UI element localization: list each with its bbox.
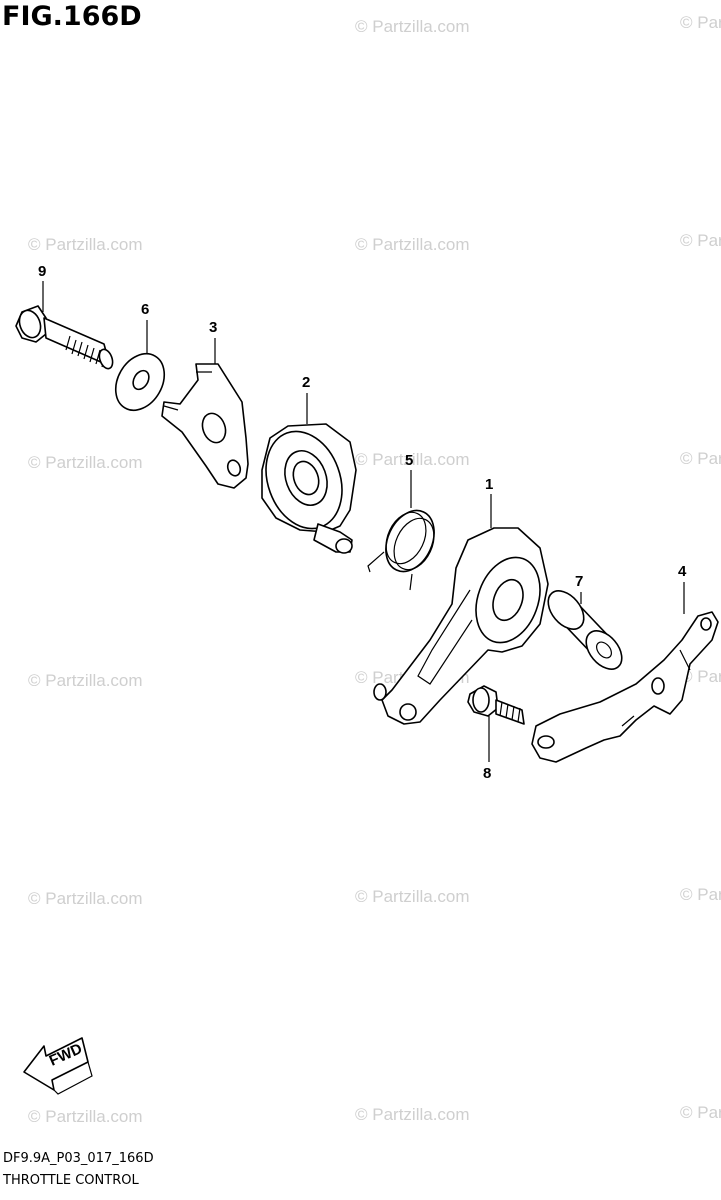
diagram-code: DF9.9A_P03_017_166D — [3, 1151, 154, 1166]
watermark: © Partzilla.com — [28, 889, 143, 908]
callout-7: 7 — [575, 573, 583, 590]
callout-2: 2 — [302, 374, 310, 391]
watermark: © Partzilla.com — [680, 231, 721, 250]
watermark: © Partzilla.com — [355, 235, 470, 254]
callout-9: 9 — [38, 263, 46, 280]
part-2-cam — [261, 423, 357, 554]
watermark: © Partzilla.com — [680, 885, 721, 904]
callout-5: 5 — [405, 452, 413, 469]
watermark: © Partzilla.com — [680, 13, 721, 32]
watermark: © Partzilla.com — [28, 671, 143, 690]
part-1-lever — [373, 527, 549, 725]
watermark: © Partzilla.com — [680, 449, 721, 468]
callout-1: 1 — [485, 476, 493, 493]
watermark: © Partzilla.com — [355, 450, 470, 469]
callout-6: 6 — [141, 301, 149, 318]
part-9-bolt — [15, 305, 114, 370]
diagram-name: THROTTLE CONTROL — [3, 1173, 139, 1188]
part-5-spring — [367, 509, 435, 591]
watermark: © Partzilla.com — [355, 17, 470, 36]
figure-title: FIG.166D — [2, 1, 142, 32]
watermark: © Partzilla.com — [680, 1103, 721, 1122]
callout-8: 8 — [483, 765, 491, 782]
part-7-collar — [547, 590, 623, 670]
watermark: © Partzilla.com — [28, 1107, 143, 1126]
callout-4: 4 — [678, 563, 687, 580]
watermark-layer: © Partzilla.com © Partzilla.com © Partzi… — [28, 13, 721, 1126]
callout-3: 3 — [209, 319, 217, 336]
watermark: © Partzilla.com — [28, 235, 143, 254]
part-6-washer — [114, 352, 166, 412]
fwd-arrow-icon: FWD — [23, 1037, 93, 1095]
part-3-bracket — [161, 363, 249, 489]
watermark: © Partzilla.com — [680, 667, 721, 686]
watermark: © Partzilla.com — [355, 887, 470, 906]
watermark: © Partzilla.com — [355, 1105, 470, 1124]
part-4-link — [531, 611, 719, 763]
watermark: © Partzilla.com — [28, 453, 143, 472]
part-8-small-bolt — [467, 685, 525, 725]
